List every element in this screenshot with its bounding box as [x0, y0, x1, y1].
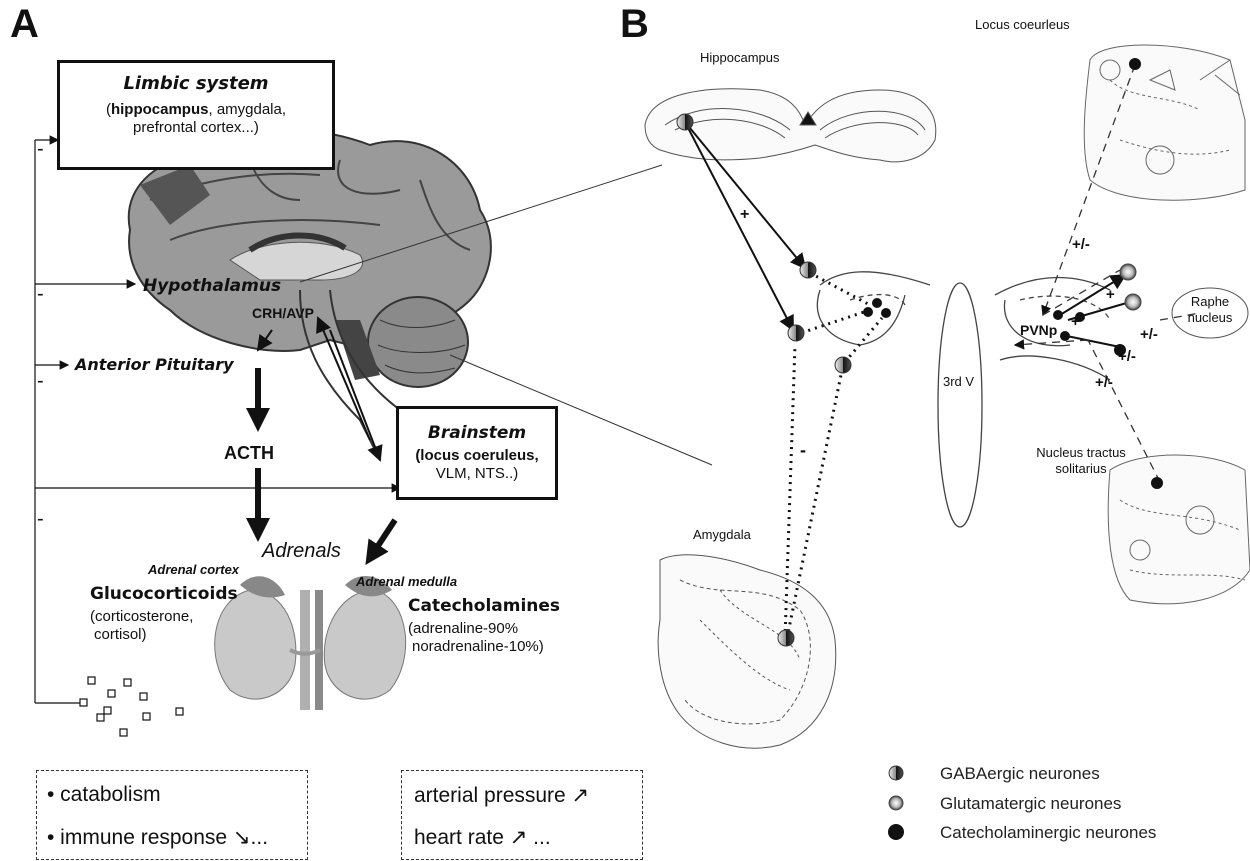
minus-adrenal: -	[37, 508, 44, 531]
legend-gaba: GABAergic neurones	[940, 764, 1100, 784]
limbic-system-box: Limbic system (hippocampus, amygdala, pr…	[57, 60, 335, 170]
minus-pituitary: -	[37, 370, 44, 393]
limbic-hippocampus: hippocampus	[111, 101, 209, 118]
raphe-line1: Raphe	[1172, 294, 1248, 310]
glucocorticoids-block: Glucocorticoids (corticosterone, cortiso…	[90, 584, 238, 644]
catech-plusminus: +/-	[1118, 348, 1136, 365]
raphe-label: Raphe nucleus	[1172, 294, 1248, 326]
minus-limbic: -	[37, 138, 44, 161]
glucocorticoids-title: Glucocorticoids	[90, 584, 238, 604]
kidneys-illustration	[215, 576, 406, 710]
nts-line2: solitarius	[1022, 461, 1140, 477]
brainstem-box: Brainstem (locus coeruleus, VLM, NTS..)	[396, 406, 558, 500]
brainstem-line2: VLM, NTS..)	[436, 465, 519, 482]
locus-slice	[1084, 45, 1245, 200]
catecholamines-block: Catecholamines (adrenaline-90% noradrena…	[408, 596, 560, 656]
third-ventricle-label: 3rd V	[943, 374, 974, 389]
adrenal-cortex-label: Adrenal cortex	[148, 562, 239, 577]
hippocampus-label: Hippocampus	[700, 50, 780, 65]
nts-line1: Nucleus tractus	[1022, 445, 1140, 461]
amygdala-minus: -	[800, 440, 806, 461]
legend-symbols	[888, 766, 904, 840]
hormone-molecules	[80, 677, 183, 736]
raphe-line2: nucleus	[1172, 310, 1248, 326]
limbic-rest1: , amygdala,	[208, 101, 286, 118]
nts-slice	[1108, 455, 1250, 604]
nts-label: Nucleus tractus solitarius	[1022, 445, 1140, 477]
brainstem-title: Brainstem	[399, 423, 555, 443]
catecholamines-title: Catecholamines	[408, 596, 560, 616]
effect-immune: • immune response ↘...	[47, 825, 268, 850]
minus-hypothalamus: -	[37, 283, 44, 306]
effect-catabolism: • catabolism	[47, 783, 161, 807]
nts-plusminus: +/-	[1095, 374, 1113, 391]
glucocorticoids-line1: (corticosterone,	[90, 608, 238, 626]
hypothalamus-label: Hypothalamus	[143, 276, 281, 296]
crh-avp-label: CRH/AVP	[252, 305, 314, 321]
brainstem-line1: (locus coeruleus,	[415, 447, 538, 464]
cardio-effects-box: arterial pressure ↗ heart rate ↗ ...	[401, 770, 643, 860]
legend-catecholamine: Catecholaminergic neurones	[940, 823, 1156, 843]
glut-plus-2: +	[1071, 313, 1080, 330]
glucocorticoids-line2: cortisol)	[90, 626, 238, 644]
effect-pressure: arterial pressure ↗	[414, 783, 589, 808]
hpa-arrows	[258, 368, 395, 555]
limbic-title: Limbic system	[60, 73, 332, 94]
anterior-pituitary-label: Anterior Pituitary	[75, 355, 234, 374]
limbic-rest2: prefrontal cortex...)	[133, 119, 259, 136]
adrenal-medulla-label: Adrenal medulla	[356, 574, 457, 589]
pvnp-label: PVNp	[1020, 322, 1057, 338]
acth-label: ACTH	[224, 443, 274, 464]
locus-coeruleus-label: Locus coeurleus	[975, 17, 1070, 32]
adrenals-label: Adrenals	[262, 540, 341, 563]
amygdala-label: Amygdala	[693, 527, 751, 542]
glut-plus-1: +	[1106, 286, 1115, 303]
panel-b-label: B	[620, 2, 649, 47]
lc-plusminus: +/-	[1072, 236, 1090, 253]
raphe-plusminus: +/-	[1140, 326, 1158, 343]
metabolic-effects-box: • catabolism • immune response ↘...	[36, 770, 308, 860]
catecholamines-line2: noradrenaline-10%)	[408, 638, 560, 656]
legend-glutamate: Glutamatergic neurones	[940, 794, 1121, 814]
catecholamines-line1: (adrenaline-90%	[408, 620, 560, 638]
effect-heart-rate: heart rate ↗ ...	[414, 825, 551, 850]
hippocampus-plus: +	[740, 206, 749, 224]
amygdala-slice	[658, 555, 836, 748]
